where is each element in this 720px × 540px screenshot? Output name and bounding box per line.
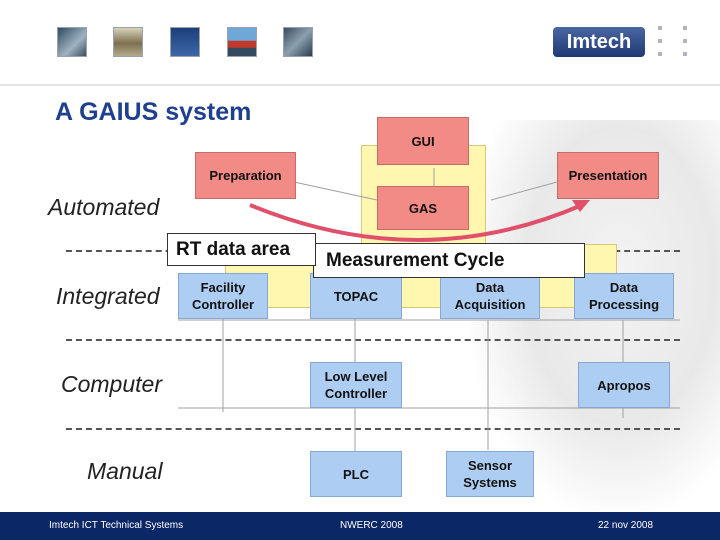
footer: Imtech ICT Technical Systems NWERC 2008 … <box>0 512 720 540</box>
header: Imtech <box>0 0 720 86</box>
level-automated: Automated <box>48 194 160 220</box>
facility-controller-box: Facility Controller <box>178 273 268 319</box>
page-title: A GAIUS system <box>55 98 252 126</box>
preparation-box: Preparation <box>195 152 296 199</box>
level-manual: Manual <box>87 458 163 484</box>
low-level-controller-box: Low Level Controller <box>310 362 402 408</box>
measurement-cycle-arrow <box>249 203 583 242</box>
presentation-box: Presentation <box>557 152 659 199</box>
footer-date: 22 nov 2008 <box>598 520 654 531</box>
level-separator <box>66 339 680 341</box>
gas-box: GAS <box>377 186 469 230</box>
logo-dots-icon <box>658 26 692 60</box>
plc-box: PLC <box>310 451 402 497</box>
thumbnail-image-2 <box>113 27 143 57</box>
level-computer: Computer <box>61 371 162 397</box>
footer-company: Imtech ICT Technical Systems <box>49 520 184 531</box>
level-separator <box>66 428 680 430</box>
thumbnail-image-4 <box>227 27 257 57</box>
arrow-head-icon <box>572 200 590 212</box>
footer-event: NWERC 2008 <box>340 520 403 531</box>
data-acquisition-box: Data Acquisition <box>440 273 540 319</box>
data-processing-box: Data Processing <box>574 273 674 319</box>
thumbnail-image-5 <box>283 27 313 57</box>
thumbnail-image-3 <box>170 27 200 57</box>
measurement-cycle-callout: Measurement Cycle <box>313 243 585 278</box>
level-integrated: Integrated <box>56 283 160 309</box>
thumbnail-image-1 <box>57 27 87 57</box>
gui-box: GUI <box>377 117 469 165</box>
sensor-systems-box: Sensor Systems <box>446 451 534 497</box>
header-divider <box>0 84 720 86</box>
rt-data-area-callout: RT data area <box>167 233 316 266</box>
imtech-logo: Imtech <box>553 27 645 57</box>
apropos-box: Apropos <box>578 362 670 408</box>
topac-box: TOPAC <box>310 273 402 319</box>
